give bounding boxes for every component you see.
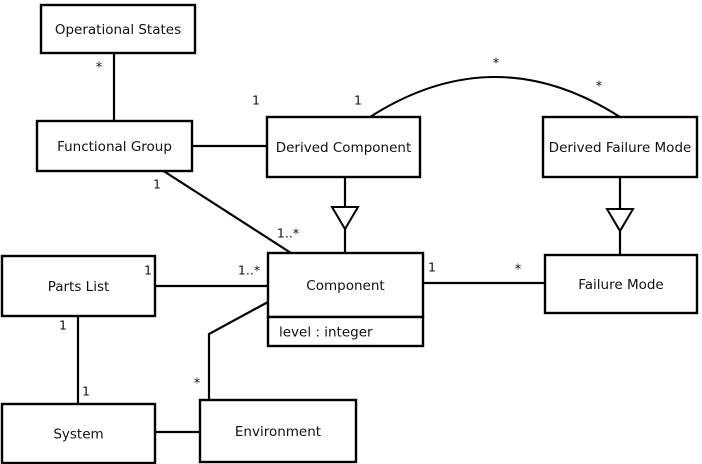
association-arc-derived-component-derived-failure-mode[interactable]: [369, 76, 621, 118]
class-box-system[interactable]: [0, 402, 157, 464]
class-name-functional-group: Functional Group: [57, 139, 172, 155]
class-box-derived-failure-mode[interactable]: [541, 115, 699, 179]
class-box-derived-component[interactable]: [265, 115, 422, 179]
multiplicity-label: 1: [153, 177, 161, 192]
class-system[interactable]: System: [0, 402, 157, 464]
class-name-failure-mode: Failure Mode: [578, 277, 664, 293]
class-name-parts-list: Parts List: [48, 279, 110, 295]
class-box-failure-mode[interactable]: [543, 253, 699, 315]
multiplicity-label: 1: [144, 263, 152, 278]
generalization-triangle-icon-derived-failure-mode: [605, 208, 635, 233]
generalization-triangle-icon-derived-component: [330, 206, 360, 231]
class-box-environment[interactable]: [198, 398, 358, 464]
multiplicity-label: 1: [82, 384, 90, 399]
class-name-derived-component: Derived Component: [276, 140, 412, 156]
class-functional-group[interactable]: Functional Group: [35, 119, 194, 173]
class-name-system: System: [53, 427, 103, 443]
multiplicity-label: *: [96, 61, 103, 76]
association-component-environment[interactable]: [207, 301, 269, 400]
class-parts-list[interactable]: Parts List: [0, 254, 157, 318]
class-attribute-compartment-component[interactable]: [266, 315, 425, 348]
associations-layer: [76, 53, 621, 434]
class-component[interactable]: Component level : integer: [266, 251, 425, 348]
multiplicity-label: 1: [428, 260, 436, 275]
class-operational-states[interactable]: Operational States: [39, 3, 197, 55]
multiplicity-label: 1: [354, 93, 362, 108]
class-derived-failure-mode[interactable]: Derived Failure Mode: [541, 115, 699, 179]
multiplicity-label: *: [194, 377, 201, 392]
class-box-parts-list[interactable]: [0, 254, 157, 318]
class-box-functional-group[interactable]: [35, 119, 194, 173]
classes-layer: Operational States Functional Group Deri…: [0, 3, 699, 464]
class-attribute-component-level: level : integer: [279, 325, 373, 341]
class-name-environment: Environment: [235, 424, 321, 440]
generalizations-layer: [330, 177, 635, 255]
class-failure-mode[interactable]: Failure Mode: [543, 253, 699, 315]
class-derived-component[interactable]: Derived Component: [265, 115, 422, 179]
class-name-component: Component: [306, 278, 384, 294]
multiplicity-labels-layer: * 1 1 1..* 1 * * 1 1..* 1 * * 1 1: [59, 57, 603, 399]
association-functional-group-component[interactable]: [161, 169, 292, 254]
multiplicity-label: 1..*: [238, 263, 260, 278]
class-box-component[interactable]: [266, 251, 425, 319]
multiplicity-label: *: [596, 80, 603, 95]
multiplicity-label: 1: [59, 318, 67, 333]
class-environment[interactable]: Environment: [198, 398, 358, 464]
class-name-operational-states: Operational States: [55, 22, 181, 38]
multiplicity-label: 1..*: [277, 226, 299, 241]
class-name-derived-failure-mode: Derived Failure Mode: [549, 140, 692, 156]
multiplicity-label: 1: [252, 93, 260, 108]
class-box-operational-states[interactable]: [39, 3, 197, 55]
multiplicity-label: *: [515, 263, 522, 278]
multiplicity-label: *: [493, 57, 500, 72]
